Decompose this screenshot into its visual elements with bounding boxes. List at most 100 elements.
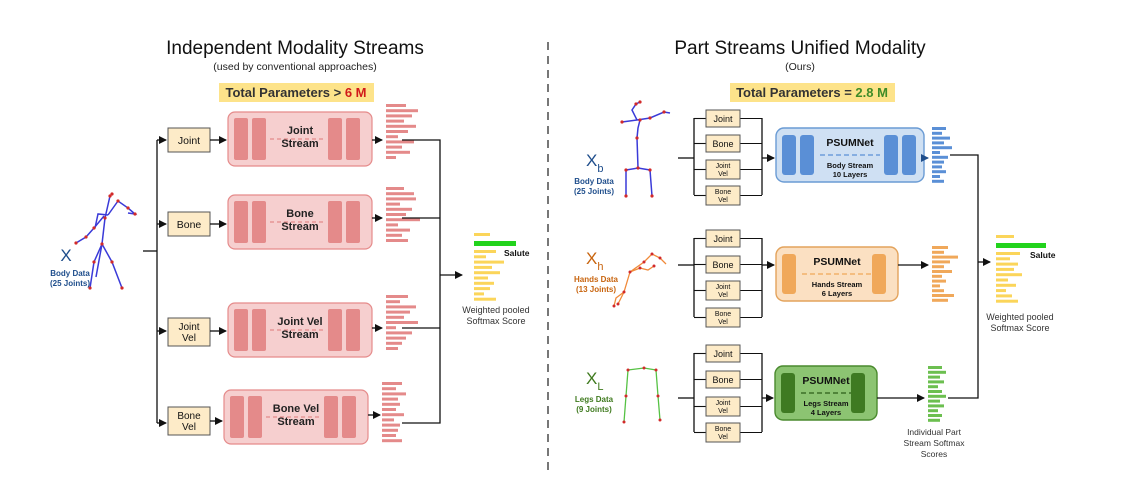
- stream-score-bar: [386, 187, 404, 190]
- stream-score-bar: [386, 192, 414, 196]
- stream-score-bar: [382, 434, 396, 437]
- layer-block: [234, 201, 248, 243]
- layer-block: [248, 396, 262, 438]
- left-branch-lines: [143, 136, 167, 427]
- stream-layers: 4 Layers: [811, 408, 841, 417]
- output-score-bar: [474, 292, 484, 296]
- part-score-bar: [932, 279, 946, 283]
- part-score-bar: [928, 375, 940, 379]
- stream-score-bar: [386, 321, 418, 324]
- part-score-bar: [932, 294, 954, 297]
- modality-label: Bone: [712, 260, 733, 270]
- stream-score-bar: [386, 326, 396, 330]
- stream-score-bar: [382, 392, 406, 396]
- part-score-bar: [932, 155, 948, 159]
- modality-label: Bone: [715, 311, 731, 318]
- left-modality-joint-vel: Joint Vel: [167, 317, 211, 347]
- stream-score-bar: [386, 156, 396, 159]
- modality-label: Joint: [713, 114, 733, 124]
- modality-label-2: Vel: [718, 319, 728, 326]
- output-score-bar: [996, 252, 1020, 255]
- part-score-bar: [928, 385, 938, 389]
- layer-block: [782, 135, 796, 175]
- output-score-bar: [474, 265, 492, 269]
- stream-score-bar: [386, 104, 406, 107]
- left-modality-arrows: [210, 136, 227, 425]
- layer-block: [884, 135, 898, 175]
- stream-score-bar: [386, 347, 398, 350]
- layer-block: [252, 309, 266, 351]
- stream-score-bar: [386, 140, 414, 144]
- part-score-bar: [928, 418, 940, 422]
- layer-block: [800, 135, 814, 175]
- stream-score-bar: [382, 397, 398, 401]
- left-title: Independent Modality Streams: [166, 38, 424, 59]
- part-score-bar: [932, 151, 940, 154]
- part-symbol: X: [586, 369, 597, 388]
- modality-label: Joint: [716, 163, 731, 170]
- part-score-bar: [932, 246, 948, 249]
- part-score-bar: [928, 414, 942, 417]
- layer-block: [872, 254, 886, 294]
- left-output-caption-1: Weighted pooled: [462, 305, 529, 315]
- part-subscript: b: [597, 163, 603, 175]
- left-input-caption-1: Body Data: [50, 269, 90, 278]
- part-score-bar: [932, 170, 946, 174]
- stream-score-bar: [386, 119, 404, 123]
- psumnet-label: PSUMNet: [813, 256, 861, 268]
- modality-label: Joint: [713, 349, 733, 359]
- right-body-joints: [620, 100, 666, 198]
- stream-layers: 10 Layers: [833, 170, 868, 179]
- stream-label-2: Stream: [281, 329, 319, 341]
- part-score-bar: [932, 131, 942, 135]
- stream-score-bar: [386, 135, 398, 139]
- stream-name: Hands Stream: [812, 280, 863, 289]
- part-score-bar: [932, 250, 944, 254]
- stream-score-bar: [386, 295, 408, 298]
- part-symbol: X: [586, 151, 597, 170]
- modality-box-bone: Bone: [705, 134, 741, 153]
- stream-label: Joint Vel: [277, 316, 322, 328]
- part-scores-caption-1: Individual Part: [907, 427, 962, 437]
- stream-score-bar: [386, 202, 400, 206]
- part-score-bar: [932, 160, 944, 164]
- part-score-bar: [932, 175, 940, 178]
- top-score-bar: [474, 241, 516, 246]
- part-score-bar: [932, 127, 946, 130]
- stream-score-bar: [386, 223, 398, 227]
- modality-label: Joint: [716, 284, 731, 291]
- svg-text:Xb: Xb: [586, 151, 603, 175]
- output-score-bar: [474, 260, 504, 264]
- right-params-label: Total Parameters =: [736, 85, 855, 100]
- stream-score-bar: [386, 341, 402, 345]
- stream-score-bar: [386, 315, 404, 319]
- stream-score-bar: [382, 387, 396, 391]
- part-label-legs: XL Legs Data (9 Joints): [575, 369, 614, 414]
- output-score-bar: [996, 278, 1008, 282]
- left-modality-label-2: Vel: [182, 333, 196, 344]
- stream-label-2: Stream: [277, 416, 315, 428]
- output-score-bar: [474, 233, 490, 236]
- part-score-bar: [932, 260, 950, 264]
- output-score-bar: [474, 281, 494, 285]
- output-score-bar: [996, 257, 1010, 261]
- left-params-highlight: [219, 83, 374, 102]
- left-params-text: Total Parameters > 6 M: [225, 85, 366, 100]
- modality-box-joint: Joint: [705, 109, 741, 128]
- part-score-bar: [928, 409, 938, 413]
- part-score-bar: [928, 404, 944, 408]
- modality-box-bone: Bone: [705, 370, 741, 389]
- stream-label-2: Stream: [281, 138, 319, 150]
- psumnet-label: PSUMNet: [826, 137, 874, 149]
- part-score-bar: [928, 399, 940, 403]
